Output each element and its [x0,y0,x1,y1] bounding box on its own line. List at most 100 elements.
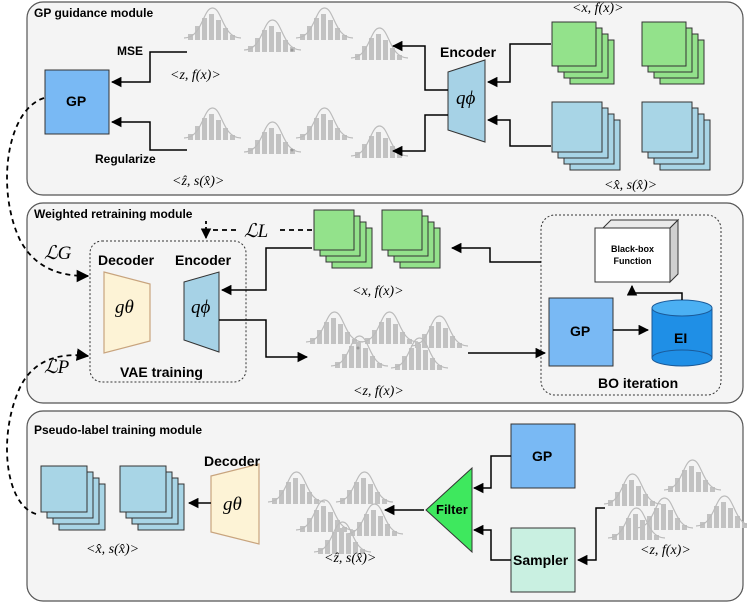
ellipsis-dot [290,48,294,52]
arrow-green-to-encoder [486,43,551,88]
histogram-bar [689,466,694,492]
loss-g-label: ℒG [44,243,72,264]
histogram-bar [409,348,414,370]
histogram-bar [710,487,715,492]
histogram-bar [342,135,347,140]
data-square [641,101,693,153]
histogram-bar [640,520,645,540]
histogram-bar [269,128,274,154]
histogram-bar [735,516,740,528]
histogram-curve [360,311,419,343]
arrow-encoder-to-latent [219,319,309,363]
decoder-label-vae: Decoder [98,252,155,268]
data-square [551,101,603,153]
vae-training-label: VAE training [120,364,203,380]
histogram-bar [354,482,359,504]
zhat-shat-label-top: <ẑ, s(x̂)> [172,174,225,189]
arrow-encoder-z-top [391,40,448,91]
histogram-bar [430,358,435,370]
gp-box-bottom [510,423,576,489]
histogram-bar [335,128,340,140]
histogram-bar [457,343,462,348]
encoder-symbol-top: qϕ [456,88,476,109]
histogram-bar [342,354,347,368]
histogram-bar [429,326,434,348]
data-stack-green-mid [313,209,441,269]
histogram-curve [695,495,747,527]
histogram-bar [450,336,455,348]
latent-histograms-bottom-right [603,459,747,540]
histogram-bar [307,492,312,504]
histogram-bar [647,528,652,540]
histogram-bar [195,126,200,140]
histogram-bar [369,38,374,60]
histogram-bar [283,142,288,154]
histogram-bar [378,516,383,536]
histogram-bar [682,525,687,530]
loss-l-label: ℒL [244,221,269,242]
histogram-bar [339,528,344,554]
z-fx-label-top: <z, f(x)> [170,68,221,83]
histogram-bar [383,138,388,158]
histogram-bar [223,28,228,40]
gp-label-top: GP [66,93,87,109]
histogram-bar [407,339,412,344]
histogram-curve [390,337,449,369]
histogram-bar [269,26,274,52]
arrow-ei-to-blackbox [626,284,683,300]
histogram-bar [650,501,655,506]
histogram-bar [675,478,680,492]
data-stack-blue-bottom-left [40,465,185,531]
histogram-bar [321,114,326,140]
histogram-curve [267,471,326,503]
histogram-curve [295,107,354,139]
loss-p-label: ℒP [44,357,70,378]
histogram-bar [675,518,680,530]
histogram-bar [223,128,228,140]
histogram-bar [307,126,312,140]
arrow-encoder-zhat-top [391,114,448,157]
histogram-bar [385,524,390,536]
xhat-shat-label-bottom: <x̂, s(x̂)> [86,542,140,557]
data-stack-blue-top [551,101,711,171]
histogram-bar [307,26,312,40]
histogram-bar [362,46,367,60]
bo-iteration-box [540,214,722,396]
histogram-bar [255,140,260,154]
histogram-bar [321,14,326,40]
decoder-bottom [210,463,260,545]
histogram-bar [262,30,267,52]
histogram-bar [629,480,634,506]
histogram-bar [342,35,347,40]
encoder-label-vae: Encoder [175,252,232,268]
histogram-curve [663,459,722,491]
blackbox-function-box [594,218,680,284]
histogram-bar [230,135,235,140]
histogram-bar [696,472,701,492]
arrow-gp-mse [110,51,187,88]
histogram-bar [314,18,319,40]
histogram-curve [350,27,409,59]
histogram-curve [345,503,404,535]
dashed-loss-g-arrow [6,97,90,283]
histogram-bar [386,318,391,344]
encoder-symbol-vae: qϕ [191,297,211,318]
latent-histograms-top [183,7,409,158]
filter-label: Filter [436,502,468,517]
histogram-bar [321,506,326,532]
vae-training-box [89,240,247,383]
histogram-bar [300,484,305,504]
histogram-curve [335,471,394,503]
arrow-gp-to-filter [472,455,511,494]
z-fx-label-bottom: <z, f(x)> [640,543,691,558]
z-fx-label-mid: <z, f(x)> [353,384,404,399]
histogram-bar [707,514,712,528]
ellipsis-dot [290,148,294,152]
histogram-bar [633,514,638,540]
histogram-bar [626,518,631,540]
histogram-bar [643,494,648,506]
histogram-bar [392,531,397,536]
histogram-bar [290,149,295,154]
histogram-bar [349,346,354,368]
arrow-latent-to-sampler [576,507,605,566]
